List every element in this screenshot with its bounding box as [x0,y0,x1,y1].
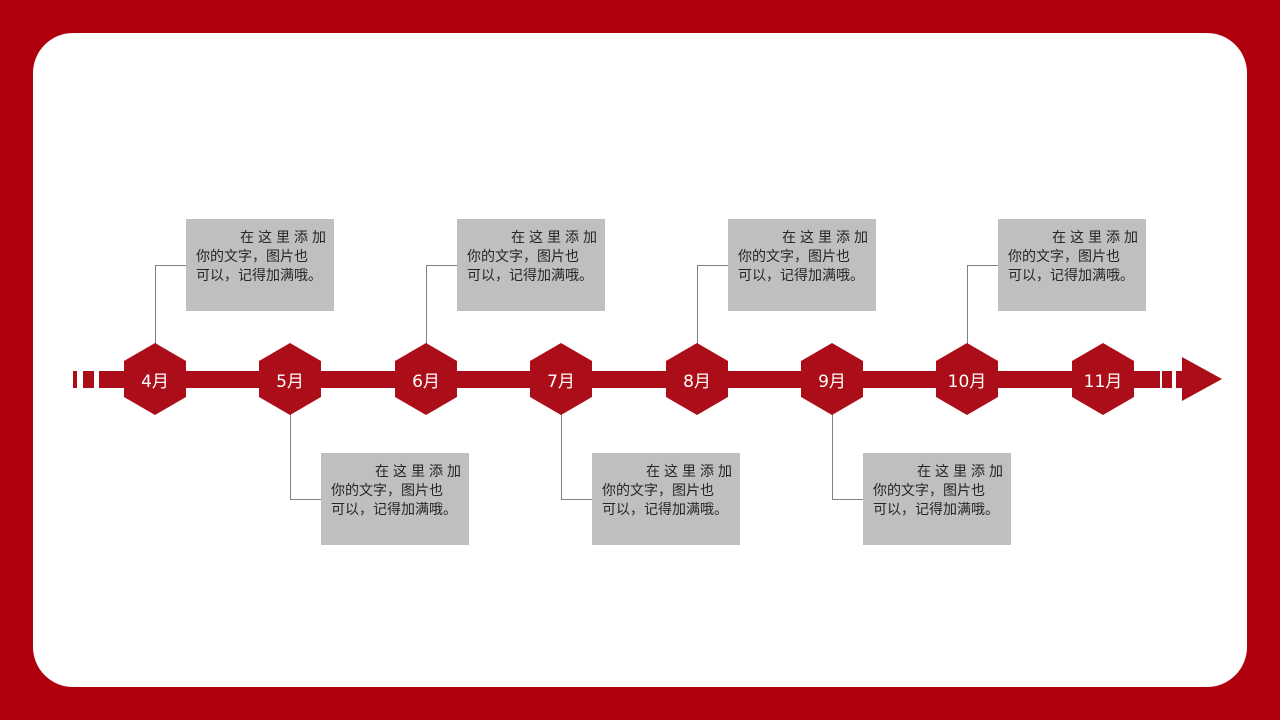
connector-line [155,265,156,345]
box-line: 在这里添加 [1052,230,1142,246]
text-box-apr[interactable]: 在这里添加 你的文字，图片也 可以，记得加满哦。 [186,219,334,311]
node-label: 9月 [818,371,846,392]
box-line: 可以，记得加满哦。 [331,502,457,518]
timeline-node-jun: 6月 [395,343,457,415]
box-line: 可以，记得加满哦。 [738,268,864,284]
text-box-aug[interactable]: 在这里添加 你的文字，图片也 可以，记得加满哦。 [728,219,876,311]
node-label: 4月 [141,371,169,392]
connector-line [155,265,186,266]
connector-line [561,499,592,500]
text-box-oct[interactable]: 在这里添加 你的文字，图片也 可以，记得加满哦。 [998,219,1146,311]
box-line: 可以，记得加满哦。 [602,502,728,518]
box-line: 在这里添加 [511,230,601,246]
box-line: 可以，记得加满哦。 [873,502,999,518]
timeline-dash [1162,371,1172,388]
box-line: 你的文字，图片也 [331,483,443,499]
timeline-dash [99,371,120,388]
box-line: 你的文字，图片也 [467,249,579,265]
connector-line [832,413,833,499]
box-line: 可以，记得加满哦。 [1008,268,1134,284]
box-line: 在这里添加 [646,464,736,480]
node-label: 7月 [547,371,575,392]
connector-line [426,265,457,266]
connector-line [561,413,562,499]
node-label: 5月 [276,371,304,392]
box-line: 在这里添加 [240,230,330,246]
connector-line [697,265,728,266]
node-label: 8月 [683,371,711,392]
timeline-bar [120,371,1165,388]
text-box-may[interactable]: 在这里添加 你的文字，图片也 可以，记得加满哦。 [321,453,469,545]
timeline-dash [1176,371,1184,388]
node-label: 11月 [1083,371,1123,392]
text-box-jun[interactable]: 在这里添加 你的文字，图片也 可以，记得加满哦。 [457,219,605,311]
connector-line [967,265,968,345]
node-label: 10月 [947,371,987,392]
connector-line [290,499,321,500]
timeline-dash [83,371,94,388]
box-line: 在这里添加 [782,230,872,246]
white-content-panel [33,33,1247,687]
box-line: 在这里添加 [917,464,1007,480]
box-line: 你的文字，图片也 [196,249,308,265]
box-line: 你的文字，图片也 [602,483,714,499]
timeline-dash [73,371,77,388]
node-label: 6月 [412,371,440,392]
connector-line [426,265,427,345]
connector-line [697,265,698,345]
text-box-jul[interactable]: 在这里添加 你的文字，图片也 可以，记得加满哦。 [592,453,740,545]
connector-line [832,499,863,500]
box-line: 你的文字，图片也 [738,249,850,265]
timeline-node-nov: 11月 [1072,343,1134,415]
text-box-sep[interactable]: 在这里添加 你的文字，图片也 可以，记得加满哦。 [863,453,1011,545]
box-line: 可以，记得加满哦。 [196,268,322,284]
box-line: 在这里添加 [375,464,465,480]
connector-line [967,265,998,266]
timeline-arrow-icon [1182,357,1222,401]
box-line: 可以，记得加满哦。 [467,268,593,284]
connector-line [290,413,291,499]
box-line: 你的文字，图片也 [1008,249,1120,265]
timeline-node-may: 5月 [259,343,321,415]
box-line: 你的文字，图片也 [873,483,985,499]
